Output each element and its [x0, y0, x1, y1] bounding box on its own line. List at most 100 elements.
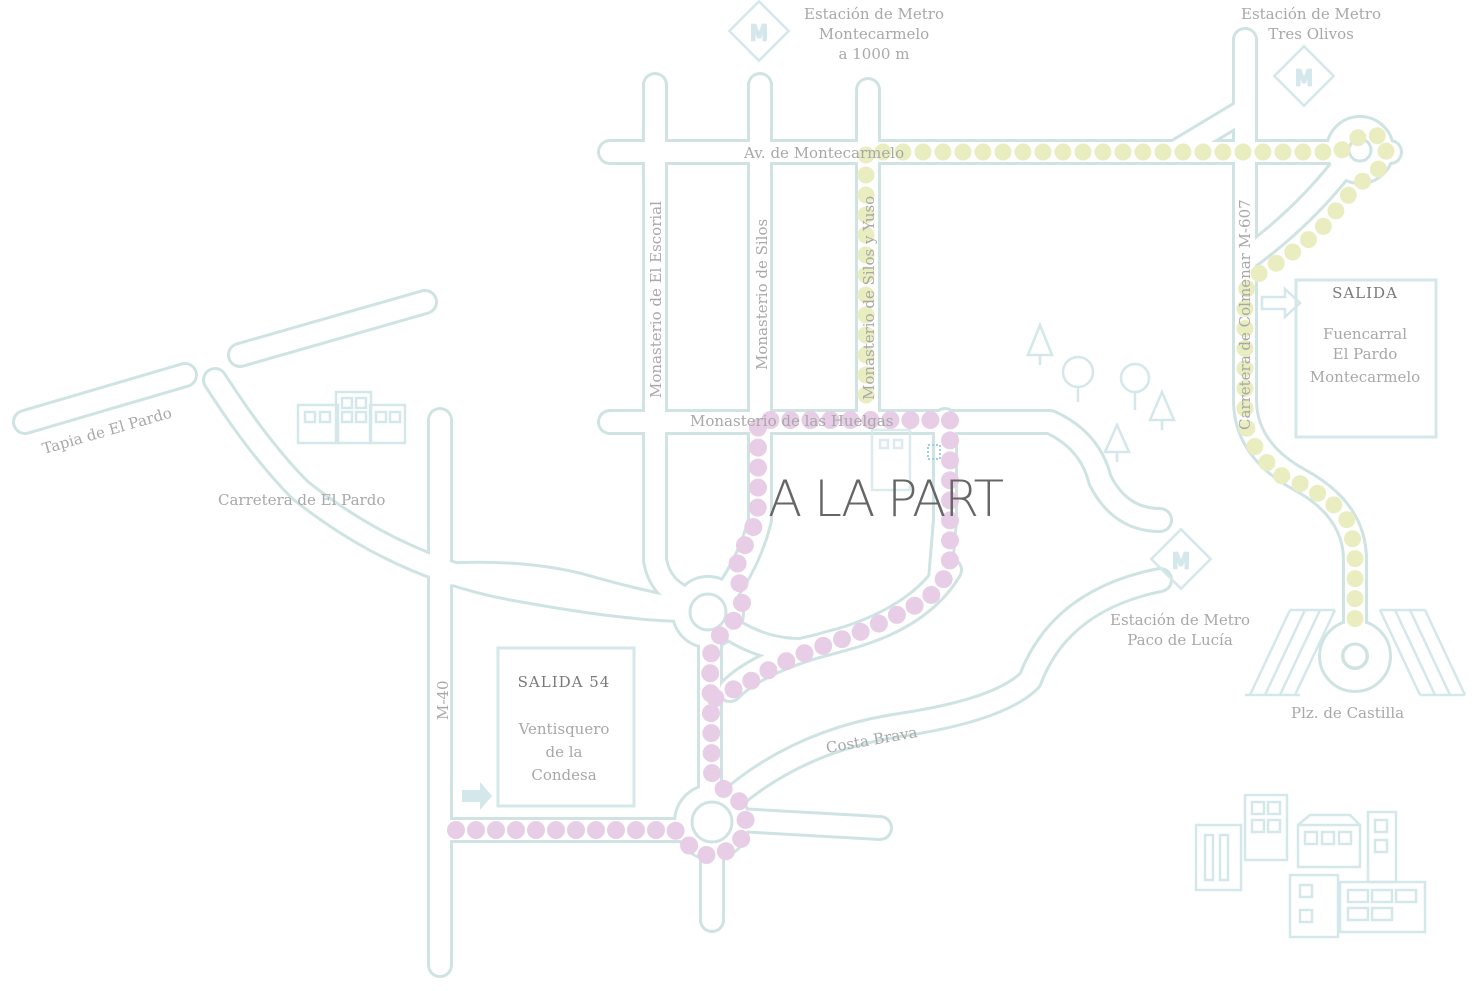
- metro-icon: M: [1272, 44, 1336, 108]
- route-dot: [716, 842, 735, 861]
- svg-text:Estación de Metro: Estación de Metro: [1110, 611, 1250, 629]
- metro-label-paco-lucia: Estación de Metro Paco de Lucía: [1110, 611, 1250, 649]
- route-dot: [749, 438, 767, 457]
- route-dot: [941, 411, 959, 430]
- svg-text:SALIDA 54: SALIDA 54: [518, 673, 611, 691]
- route-dot: [1294, 143, 1312, 161]
- route-dot: [974, 143, 992, 161]
- route-dot: [761, 411, 780, 429]
- exit-box-salida54: [496, 646, 636, 808]
- route-dot: [728, 554, 747, 573]
- route-dot: [905, 596, 924, 615]
- route-dot: [857, 386, 875, 404]
- route-dot: [1346, 550, 1364, 568]
- route-dot: [821, 411, 840, 429]
- building-icon: [1194, 793, 1427, 939]
- route-dot: [869, 614, 888, 633]
- route-dot: [702, 724, 721, 743]
- building-icon: [296, 390, 407, 445]
- route-dot: [1346, 570, 1364, 588]
- arrow-icon: [462, 782, 492, 810]
- exit-label-salida: SALIDA Fuencarral El Pardo Montecarmelo: [1310, 284, 1420, 386]
- route-dot: [1354, 172, 1372, 190]
- route-dot: [1034, 143, 1052, 161]
- svg-text:M: M: [750, 21, 767, 45]
- metro-icon: M: [727, 0, 791, 63]
- route-dot: [1325, 496, 1343, 514]
- route-dot: [841, 411, 860, 429]
- route-dot: [857, 346, 875, 364]
- route-dot: [814, 636, 833, 655]
- exit-box-salida: [1294, 278, 1438, 439]
- svg-text:Montecarmelo: Montecarmelo: [1310, 368, 1420, 386]
- route-dot: [735, 536, 754, 555]
- route-dot: [894, 143, 912, 161]
- svg-text:SALIDA: SALIDA: [1332, 284, 1398, 302]
- route-dot: [1344, 530, 1361, 548]
- metro-icon: M: [1149, 527, 1213, 591]
- route-dot: [857, 246, 875, 264]
- svg-text:Paco de Lucía: Paco de Lucía: [1127, 631, 1233, 649]
- route-dot: [467, 821, 485, 839]
- route-dot: [851, 622, 870, 641]
- route-dot: [1194, 143, 1212, 161]
- street-label-monasterio-huelgas: Monasterio de las Huelgas: [690, 412, 893, 430]
- street-label-carretera-pardo: Carretera de El Pardo: [218, 491, 385, 509]
- route-dot: [941, 511, 959, 530]
- route-dot: [730, 792, 749, 811]
- route-dot: [1246, 438, 1264, 455]
- route-dot: [1349, 129, 1367, 147]
- street-label-plz-castilla: Plz. de Castilla: [1291, 704, 1404, 722]
- route-dot: [1214, 143, 1232, 161]
- route-dot: [1300, 231, 1317, 249]
- route-dot: [1274, 143, 1292, 161]
- route-dot: [647, 821, 665, 839]
- route-dot: [1238, 419, 1256, 437]
- route-dot: [1154, 143, 1172, 161]
- route-dot: [714, 779, 733, 798]
- metro-label-montecarmelo: Estación de Metro Montecarmelo a 1000 m: [804, 5, 944, 63]
- route-dot: [680, 836, 699, 855]
- route-dot: [701, 664, 720, 683]
- route-dot: [833, 630, 851, 649]
- svg-text:M: M: [1172, 549, 1189, 573]
- route-dot: [954, 143, 972, 161]
- route-dot: [567, 821, 585, 839]
- route-dot: [857, 206, 875, 224]
- route-dot: [857, 306, 875, 324]
- route-dot: [1267, 254, 1285, 272]
- route-dot: [1236, 340, 1254, 357]
- route-dot: [941, 471, 959, 490]
- route-dot: [801, 411, 820, 429]
- route-dot: [627, 821, 645, 839]
- route-dot: [1236, 320, 1254, 337]
- street-label-monasterio-silos-yuso: Monasterio de Silos y Yuso: [860, 196, 878, 400]
- route-dot: [701, 704, 720, 723]
- route-dot: [1114, 143, 1132, 161]
- route-dot: [857, 266, 875, 284]
- route-dot: [857, 286, 875, 304]
- route-dot: [447, 821, 465, 839]
- route-dot: [994, 143, 1012, 161]
- route-dot: [702, 644, 721, 663]
- route-dot: [1236, 400, 1254, 417]
- route-dot: [881, 411, 900, 429]
- route-dot: [1377, 142, 1395, 160]
- route-dot: [934, 570, 953, 589]
- route-dot: [1014, 143, 1032, 161]
- route-dot: [941, 531, 959, 550]
- route-dot: [1074, 143, 1092, 161]
- route-dot: [857, 326, 875, 344]
- street-label-monasterio-escorial: Monasterio de El Escorial: [647, 201, 665, 398]
- route-dot: [1346, 610, 1364, 628]
- metro-label-tres-olivos: Estación de Metro Tres Olivos: [1241, 5, 1381, 43]
- plaza-crosswalk-icon: [1245, 608, 1467, 697]
- route-dot: [795, 644, 814, 663]
- street-label-av-montecarmelo: Av. de Montecarmelo: [743, 144, 904, 162]
- route-dot: [744, 518, 763, 537]
- route-dot: [1314, 143, 1332, 161]
- route-dot: [874, 143, 892, 161]
- route-dot: [732, 829, 751, 848]
- route-dot: [749, 458, 767, 477]
